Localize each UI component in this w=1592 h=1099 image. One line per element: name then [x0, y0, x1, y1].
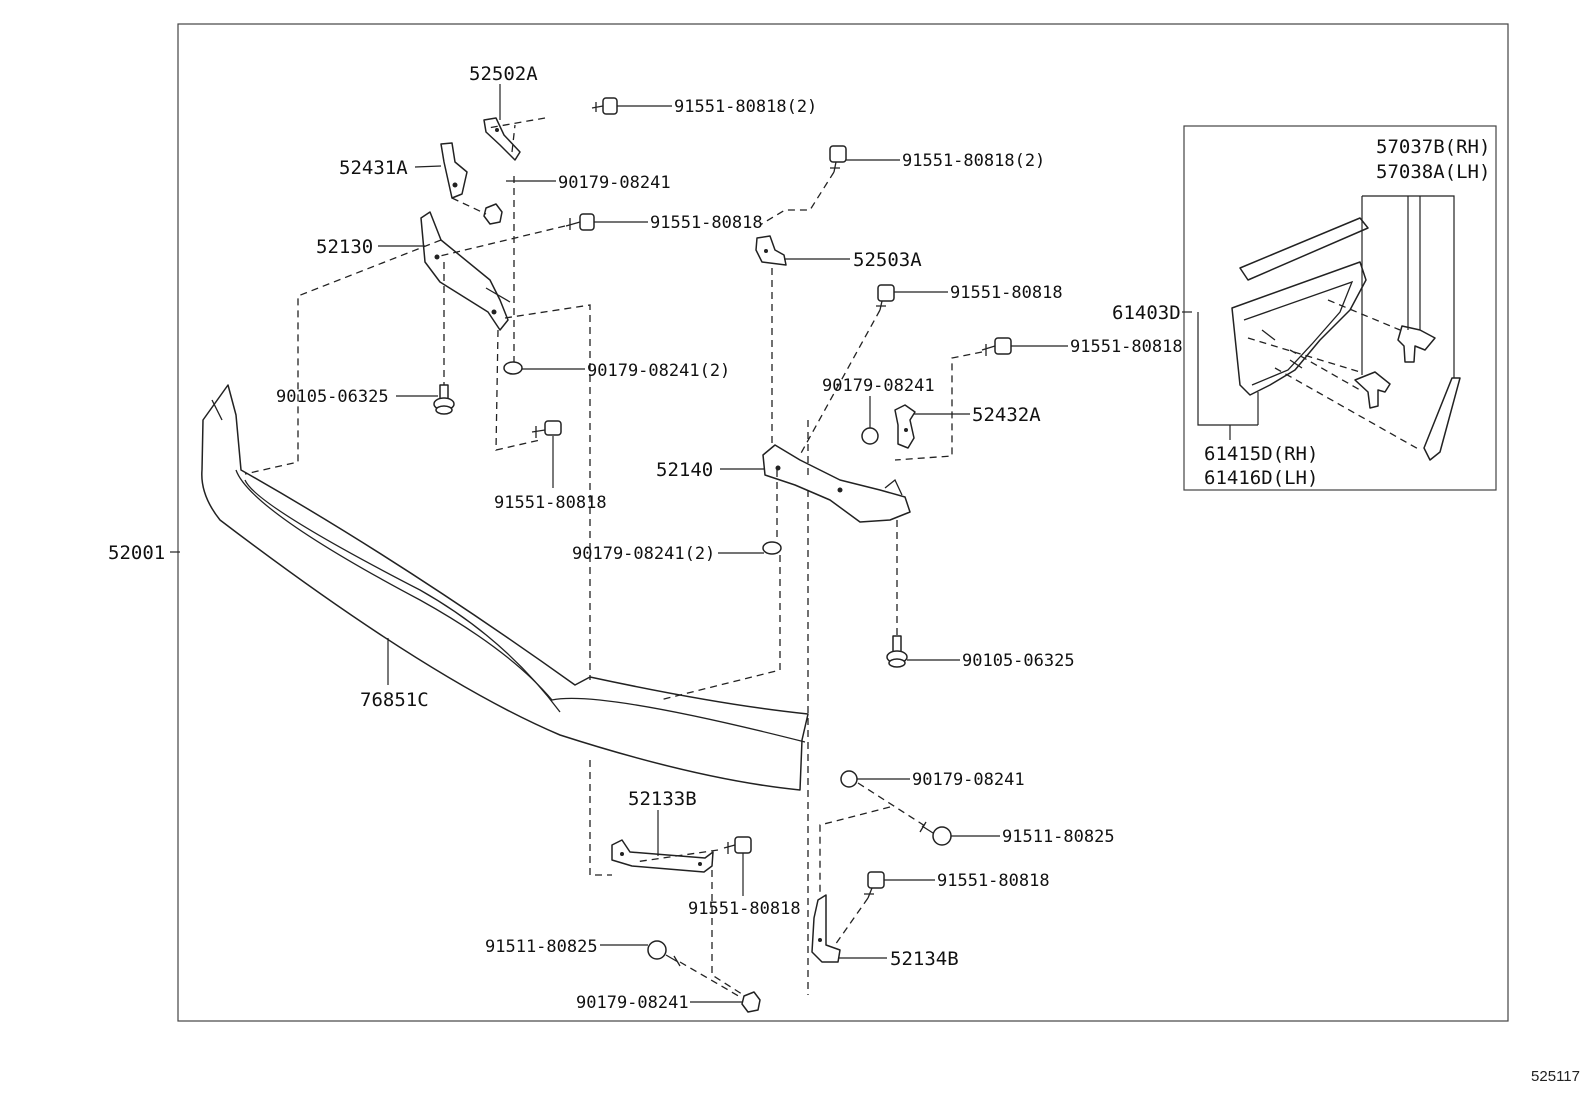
- label-90179-08241-b: 90179-08241: [822, 376, 935, 396]
- bolt-91511-80825-a[interactable]: [919, 821, 952, 846]
- bracket-52432A-part[interactable]: [894, 404, 916, 449]
- label-90179-08241-2-b: 90179-08241(2): [572, 544, 715, 564]
- leader-61415D: [1197, 312, 1259, 440]
- label-52140: 52140: [656, 459, 713, 481]
- assembly-line-21: [857, 782, 926, 827]
- main-frame: [177, 23, 1509, 1022]
- label-91551-80818-g: 91551-80818: [937, 871, 1050, 891]
- label-61415D-RH: 61415D(RH): [1204, 443, 1318, 465]
- assembly-line-11: [759, 171, 835, 226]
- assembly-line-27: [1274, 367, 1421, 451]
- label-90179-08241-d: 90179-08241: [576, 993, 689, 1013]
- assembly-line-29: [1289, 349, 1361, 391]
- bracket-52503A-part[interactable]: [755, 235, 787, 266]
- assembly-line-24: [711, 870, 746, 997]
- assembly-line-17: [659, 555, 781, 701]
- nut-90179-08241-a[interactable]: [483, 203, 503, 225]
- assembly-line-4: [439, 225, 566, 257]
- label-76851C: 76851C: [360, 689, 429, 711]
- label-52001: 52001: [108, 542, 165, 564]
- assembly-line-20: [819, 806, 891, 895]
- bolt-91551-80818-b[interactable]: [565, 213, 595, 231]
- assembly-line-23: [634, 849, 719, 863]
- label-52134B: 52134B: [890, 948, 959, 970]
- nut-90179-08241-d[interactable]: [741, 991, 761, 1013]
- label-91551-80818-h: 91551-80818: [688, 899, 801, 919]
- label-61403D: 61403D: [1112, 302, 1181, 324]
- assembly-line-13: [799, 309, 881, 456]
- nut-90179-08241-c[interactable]: [840, 770, 858, 788]
- bolt-91551-80818-h[interactable]: [723, 836, 752, 854]
- label-91551-80818-c: 91551-80818: [494, 493, 607, 513]
- label-91551-80818-f: 91551-80818: [1070, 337, 1183, 357]
- bolt-91551-80818-f[interactable]: [981, 337, 1012, 356]
- bracket-52431A-part[interactable]: [440, 142, 468, 199]
- nut-90179-08241-b[interactable]: [861, 427, 879, 445]
- assembly-line-8: [504, 304, 591, 680]
- leader-57037B: [1361, 195, 1455, 378]
- bolt-90105-06325-b[interactable]: [886, 635, 908, 668]
- label-90179-08241-c: 90179-08241: [912, 770, 1025, 790]
- inset-frame: [1183, 125, 1497, 491]
- assembly-line-14: [894, 351, 983, 461]
- label-52133B: 52133B: [628, 788, 697, 810]
- label-52431A: 52431A: [339, 157, 408, 179]
- label-91551-80818-2-b: 91551-80818(2): [902, 151, 1045, 171]
- clip-90179-08241-2-b[interactable]: [762, 541, 782, 555]
- diagram-reference-number: 525117: [1531, 1068, 1580, 1085]
- label-52503A: 52503A: [853, 249, 922, 271]
- assembly-line-9: [495, 329, 541, 451]
- assembly-line-28: [1327, 299, 1401, 331]
- lower-spoiler-part[interactable]: [201, 384, 809, 791]
- label-57037B-RH: 57037B(RH): [1376, 136, 1490, 158]
- bracket-52140-part[interactable]: [762, 444, 911, 523]
- mudguard-61403D-part[interactable]: [1231, 217, 1369, 396]
- assembly-line-2: [511, 124, 516, 153]
- assembly-line-10: [589, 760, 612, 876]
- assembly-line-1: [487, 117, 546, 129]
- bracket-52130-part[interactable]: [420, 211, 511, 331]
- bracket-52134B-part[interactable]: [811, 894, 841, 963]
- bolt-90105-06325-a[interactable]: [433, 384, 455, 415]
- label-61416D-LH: 61416D(LH): [1204, 467, 1318, 489]
- bracket-57037B-part[interactable]: [1354, 325, 1461, 461]
- label-90179-08241-a: 90179-08241: [558, 173, 671, 193]
- assembly-line-22: [834, 897, 869, 946]
- bolt-91551-80818-g[interactable]: [864, 871, 885, 899]
- assembly-line-3: [451, 197, 487, 215]
- bolt-91511-80825-b[interactable]: [647, 940, 681, 967]
- label-90105-06325-b: 90105-06325: [962, 651, 1075, 671]
- label-90179-08241-2-a: 90179-08241(2): [587, 361, 730, 381]
- label-91511-80825-b: 91511-80825: [485, 937, 598, 957]
- bolt-91551-80818-a[interactable]: [591, 97, 618, 115]
- label-57038A-LH: 57038A(LH): [1376, 161, 1490, 183]
- label-91551-80818-b: 91551-80818: [650, 213, 763, 233]
- label-91511-80825-a: 91511-80825: [1002, 827, 1115, 847]
- bolt-91551-80818-d[interactable]: [829, 145, 847, 173]
- label-91551-80818-2-a: 91551-80818(2): [674, 97, 817, 117]
- label-52432A: 52432A: [972, 404, 1041, 426]
- assembly-line-5: [244, 239, 442, 475]
- label-52130: 52130: [316, 236, 373, 258]
- label-90105-06325-a: 90105-06325: [276, 387, 389, 407]
- assembly-line-26: [1247, 337, 1361, 373]
- label-91551-80818-e: 91551-80818: [950, 283, 1063, 303]
- bolt-91551-80818-e[interactable]: [876, 284, 895, 311]
- bracket-52133B-part[interactable]: [611, 839, 714, 873]
- assembly-line-25: [679, 961, 743, 999]
- clip-90179-08241-2-a[interactable]: [503, 361, 523, 375]
- leader-52431A: [414, 165, 442, 168]
- label-52502A: 52502A: [469, 63, 538, 85]
- bolt-91551-80818-c[interactable]: [531, 420, 562, 438]
- bracket-52502A-part[interactable]: [483, 117, 521, 161]
